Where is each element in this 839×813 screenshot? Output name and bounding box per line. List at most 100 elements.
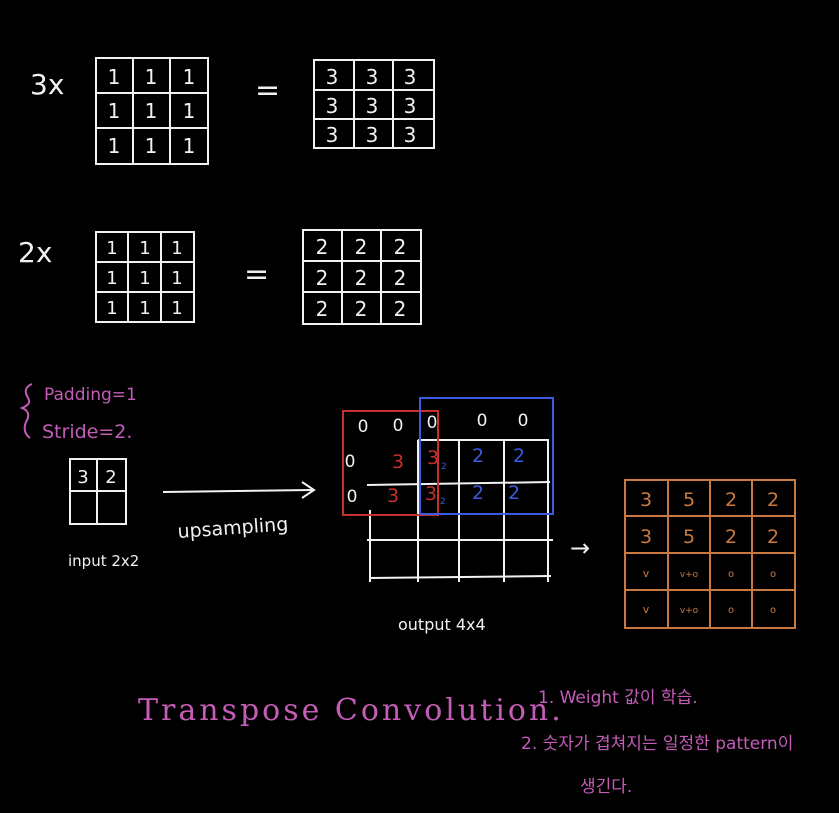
result-cell-0-2: 2 (725, 489, 737, 511)
note-2-continued: 생긴다. (580, 777, 632, 797)
cell-3x-out-0-1: 3 (366, 65, 379, 89)
input-cell-0: 3 (77, 467, 88, 488)
cell-2x-in-2-0: 1 (106, 298, 117, 319)
upsampling-arrow-head (301, 481, 316, 499)
cell-2x-in-1-1: 1 (139, 268, 150, 289)
input-label: input 2x2 (68, 552, 139, 570)
cell-2x-in-0-1: 1 (139, 238, 150, 259)
cell-3x-in-2-1: 1 (145, 134, 158, 158)
cell-2x-out-0-2: 2 (394, 235, 407, 259)
note-2: 2. 숫자가 겹쳐지는 일정한 pattern이 (521, 734, 793, 754)
pad-zero: 0 (345, 452, 356, 472)
cell-3x-out-2-2: 3 (404, 123, 417, 147)
result-cell-3-1: v+o (680, 606, 699, 616)
input-2x2-grid (69, 458, 127, 525)
result-matrix-grid (624, 479, 796, 629)
multiplier-2x: 2x (18, 236, 52, 269)
result-matrix-values: 3 5 2 2 3 5 2 2 v v+o o o v v+o o o (640, 489, 779, 616)
cell-3x-out-0-0: 3 (326, 65, 339, 89)
blue-value: 2 (508, 482, 520, 504)
input-matrix-2x (95, 231, 195, 323)
equals-sign-2: = (244, 257, 269, 292)
padding-param: Padding=1 (44, 385, 137, 405)
cell-2x-out-2-2: 2 (394, 297, 407, 321)
overlap-value: 3 (427, 447, 439, 469)
result-cell-0-3: 2 (767, 489, 779, 511)
result-cell-0-1: 5 (683, 489, 695, 511)
blue-value: 2 (513, 445, 525, 467)
cell-3x-in-1-1: 1 (145, 99, 158, 123)
cell-3x-in-2-0: 1 (108, 134, 121, 158)
result-cell-3-2: o (728, 605, 734, 616)
cell-2x-out-2-1: 2 (355, 297, 368, 321)
multiplier-3x: 3x (30, 68, 64, 101)
cell-3x-out-2-1: 3 (366, 123, 379, 147)
blue-value: 2 (472, 445, 484, 467)
blue-values: 2 2 2 2 (472, 445, 525, 504)
red-kernel-window (342, 410, 439, 516)
input-matrix-3x (95, 57, 209, 165)
equals-sign-1: = (255, 73, 280, 108)
diagram-title: Transpose Convolution. (138, 693, 564, 728)
cell-3x-out-1-1: 3 (366, 94, 379, 118)
cell-3x-out-2-0: 3 (326, 123, 339, 147)
pad-zero: 0 (518, 411, 529, 431)
cell-3x-in-1-2: 1 (183, 99, 196, 123)
upsampling-arrow-line (162, 489, 313, 493)
cell-2x-in-1-2: 1 (171, 268, 182, 289)
cell-2x-out-1-0: 2 (316, 266, 329, 290)
output-4x4-grid (366, 439, 553, 582)
result-cell-3-0: v (643, 603, 650, 616)
overlap-value: 3 (425, 483, 437, 505)
cell-2x-out-1-1: 2 (355, 266, 368, 290)
result-cell-2-2: o (728, 569, 734, 580)
note-1: 1. Weight 값이 학습. (538, 688, 698, 708)
cell-2x-in-0-0: 1 (106, 238, 117, 259)
result-cell-1-1: 5 (683, 526, 695, 548)
stride-param: Stride=2. (42, 421, 132, 443)
result-arrow: → (570, 534, 590, 562)
cell-3x-in-0-2: 1 (183, 65, 196, 89)
cell-2x-in-2-1: 1 (139, 298, 150, 319)
output-matrix-2x (302, 229, 422, 325)
cell-3x-out-1-2: 3 (404, 94, 417, 118)
blue-value: 2 (472, 482, 484, 504)
cell-2x-out-1-2: 2 (394, 266, 407, 290)
overlap-sub: 2 (440, 497, 446, 507)
red-values: 3 3 3 3 (387, 447, 439, 507)
blue-kernel-window (419, 397, 554, 515)
cell-3x-out-1-0: 3 (326, 94, 339, 118)
result-cell-1-3: 2 (767, 526, 779, 548)
output-matrix-2x-values: 2 2 2 2 2 2 2 2 2 (316, 235, 407, 321)
cell-2x-out-0-0: 2 (316, 235, 329, 259)
result-cell-0-0: 3 (640, 489, 652, 511)
input-cell-1: 2 (105, 467, 116, 488)
cell-2x-in-1-0: 1 (106, 268, 117, 289)
pad-zero: 0 (427, 413, 438, 433)
red-value: 3 (387, 485, 399, 507)
result-cell-2-3: o (770, 569, 776, 580)
upsampling-label: upsampling (177, 513, 289, 543)
pad-zero: 0 (477, 411, 488, 431)
input-matrix-2x-values: 1 1 1 1 1 1 1 1 1 (106, 238, 182, 319)
cell-3x-in-2-2: 1 (183, 134, 196, 158)
output-matrix-3x-values: 3 3 3 3 3 3 3 3 3 (326, 65, 417, 147)
overlap-sub: 2 (441, 462, 447, 472)
cell-3x-out-0-2: 3 (404, 65, 417, 89)
result-cell-1-2: 2 (725, 526, 737, 548)
output-label: output 4x4 (398, 615, 486, 634)
pad-zero: 0 (393, 416, 404, 436)
overlap-subscripts: 2 2 (440, 462, 447, 507)
cell-3x-in-1-0: 1 (108, 99, 121, 123)
result-cell-3-3: o (770, 605, 776, 616)
padding-zeros: 0 0 0 0 0 0 0 (345, 411, 529, 507)
cell-3x-in-0-1: 1 (145, 65, 158, 89)
red-value: 3 (392, 451, 404, 473)
cell-2x-out-0-1: 2 (355, 235, 368, 259)
pad-zero: 0 (347, 487, 358, 507)
input-matrix-3x-values: 1 1 1 1 1 1 1 1 1 (108, 65, 196, 158)
result-cell-1-0: 3 (640, 526, 652, 548)
pad-zero: 0 (358, 417, 369, 437)
cell-2x-in-0-2: 1 (171, 238, 182, 259)
